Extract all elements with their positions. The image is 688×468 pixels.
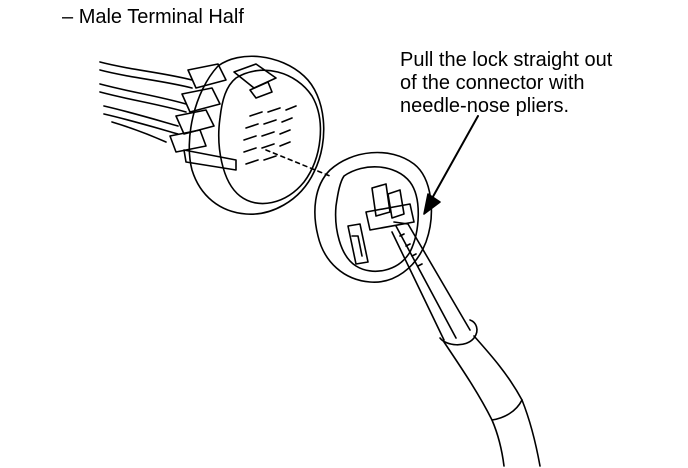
- terminal-cavities: [244, 106, 296, 164]
- needle-nose-pliers-illustration: [392, 222, 540, 466]
- callout-arrow: [424, 116, 478, 214]
- heading: – Male Terminal Half: [62, 6, 244, 29]
- callout-line-2: of the connector with: [400, 72, 585, 94]
- callout-line-3: needle-nose pliers.: [400, 95, 569, 117]
- wire-bundle: [100, 62, 192, 142]
- male-connector-illustration: [170, 56, 330, 214]
- terminal-lock-illustration: [315, 153, 431, 283]
- heading-text: Male Terminal Half: [78, 6, 244, 28]
- callout-line-1: Pull the lock straight out: [400, 49, 613, 71]
- callout-text: Pull the lock straight out of the connec…: [400, 49, 685, 118]
- heading-dash: –: [62, 6, 74, 28]
